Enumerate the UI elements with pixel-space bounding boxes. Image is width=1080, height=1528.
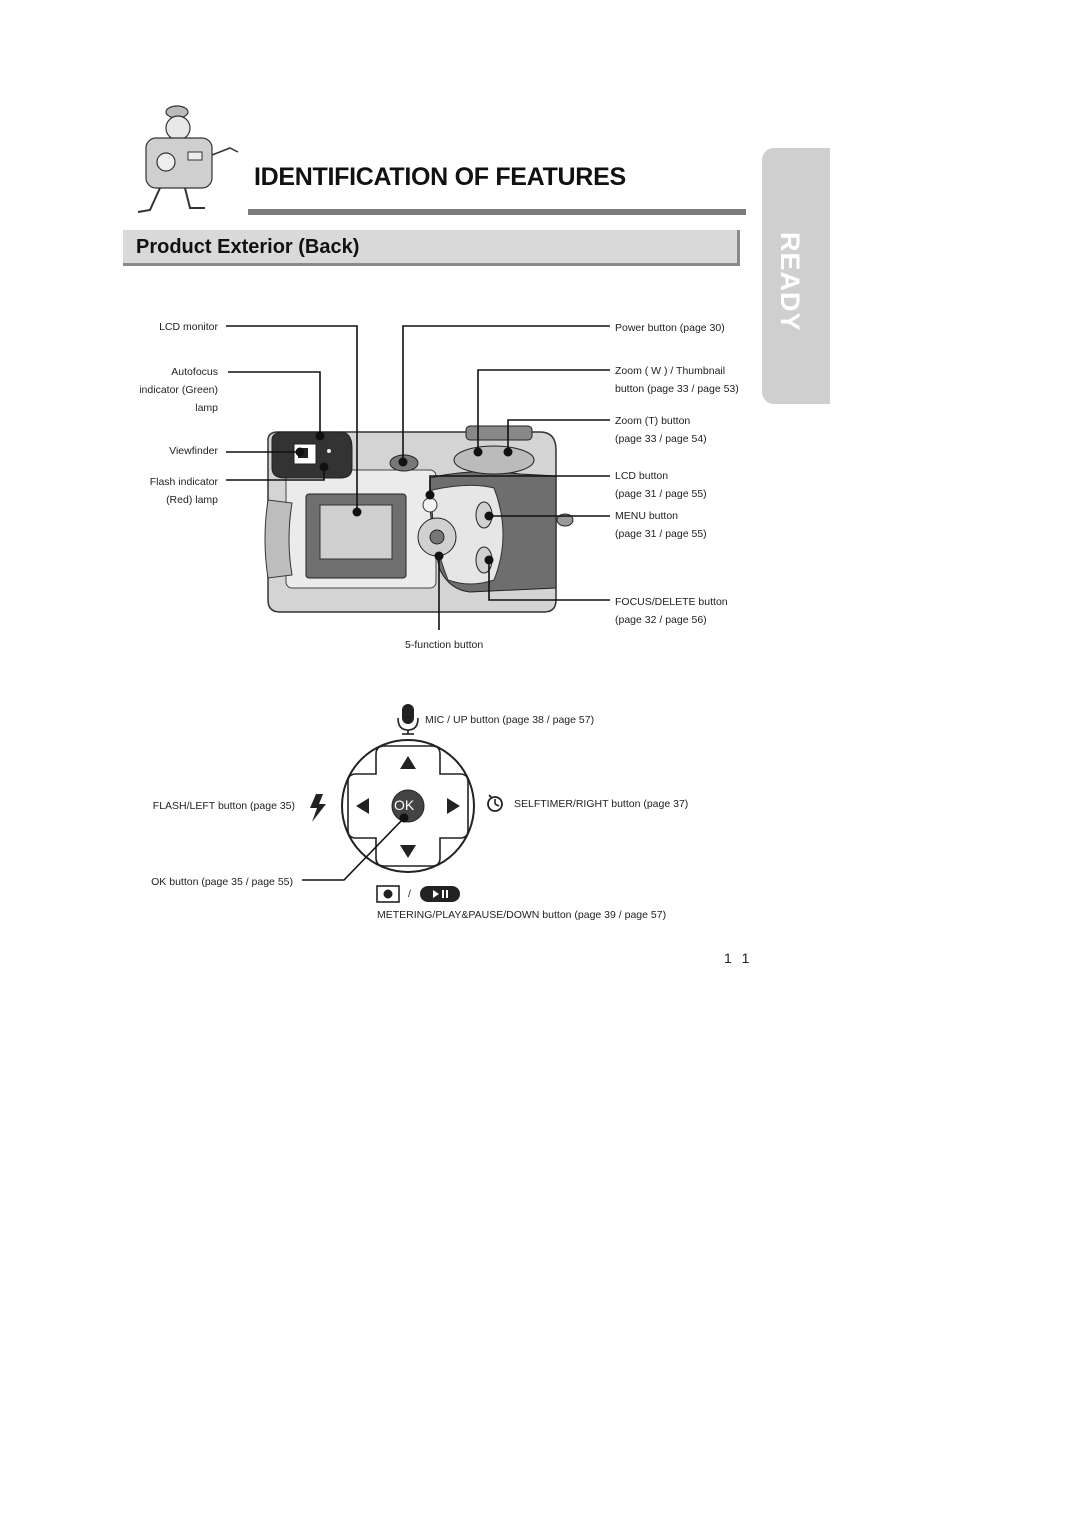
label-autofocus-line2: indicator (Green) <box>139 384 218 396</box>
label-flash-line1: Flash indicator <box>149 476 218 488</box>
label-autofocus-line3: lamp <box>195 402 218 414</box>
section-header-bar <box>123 230 740 266</box>
label-flash-left: FLASH/LEFT button (page 35) <box>152 800 295 812</box>
selftimer-icon <box>487 794 503 812</box>
label-flash-indicator: Flash indicator (Red) lamp <box>150 473 218 509</box>
label-zoom-w-line2: button (page 33 / page 53) <box>615 383 739 395</box>
label-lcd-button: LCD button (page 31 / page 55) <box>615 467 707 503</box>
microphone-icon <box>397 704 419 735</box>
mascot-icon <box>130 100 245 218</box>
camera-back-diagram <box>226 325 610 630</box>
label-menu-button: MENU button (page 31 / page 55) <box>615 507 707 543</box>
label-zoom-t: Zoom (T) button (page 33 / page 54) <box>615 412 707 448</box>
right-arrow-icon <box>447 798 460 814</box>
label-zoom-w: Zoom ( W ) / Thumbnail button (page 33 /… <box>615 362 739 398</box>
label-menu-line2: (page 31 / page 55) <box>615 528 707 540</box>
label-zoom-t-line2: (page 33 / page 54) <box>615 433 707 445</box>
label-flash-line2: (Red) lamp <box>166 494 218 506</box>
label-lcd-monitor: LCD monitor <box>159 321 218 333</box>
title-rule <box>248 209 746 215</box>
ok-label: OK <box>394 797 415 813</box>
flash-icon <box>310 794 326 822</box>
left-arrow-icon <box>356 798 369 814</box>
label-lcd-button-line2: (page 31 / page 55) <box>615 488 707 500</box>
play-pause-icon <box>420 886 460 902</box>
page-number: 1 1 <box>724 950 753 966</box>
label-autofocus-line1: Autofocus <box>171 366 218 378</box>
section-title: Product Exterior (Back) <box>136 236 360 258</box>
label-lcd-button-line1: LCD button <box>615 470 669 482</box>
five-function-detail <box>302 704 503 903</box>
label-selftimer-right: SELFTIMER/RIGHT button (page 37) <box>514 798 689 810</box>
label-autofocus: Autofocus indicator (Green) lamp <box>139 363 218 417</box>
page-title: IDENTIFICATION OF FEATURES <box>254 163 626 191</box>
label-focus-delete: FOCUS/DELETE button (page 32 / page 56) <box>615 593 728 629</box>
label-focus-line1: FOCUS/DELETE button <box>615 596 728 608</box>
label-zoom-w-line1: Zoom ( W ) / Thumbnail <box>615 365 726 377</box>
label-zoom-t-line1: Zoom (T) button <box>615 415 691 427</box>
label-power-button: Power button (page 30) <box>615 322 725 334</box>
label-viewfinder: Viewfinder <box>169 445 218 457</box>
side-tab[interactable] <box>762 148 830 404</box>
up-arrow-icon <box>400 756 416 769</box>
label-menu-line1: MENU button <box>615 510 679 522</box>
label-metering: METERING/PLAY&PAUSE/DOWN button (page 39… <box>377 909 667 921</box>
label-ok-button: OK button (page 35 / page 55) <box>151 876 293 888</box>
label-five-function: 5-function button <box>405 639 484 651</box>
down-arrow-icon <box>400 845 416 858</box>
label-focus-line2: (page 32 / page 56) <box>615 614 707 626</box>
label-mic-up: MIC / UP button (page 38 / page 57) <box>425 714 595 726</box>
label-separator: / <box>408 888 411 900</box>
